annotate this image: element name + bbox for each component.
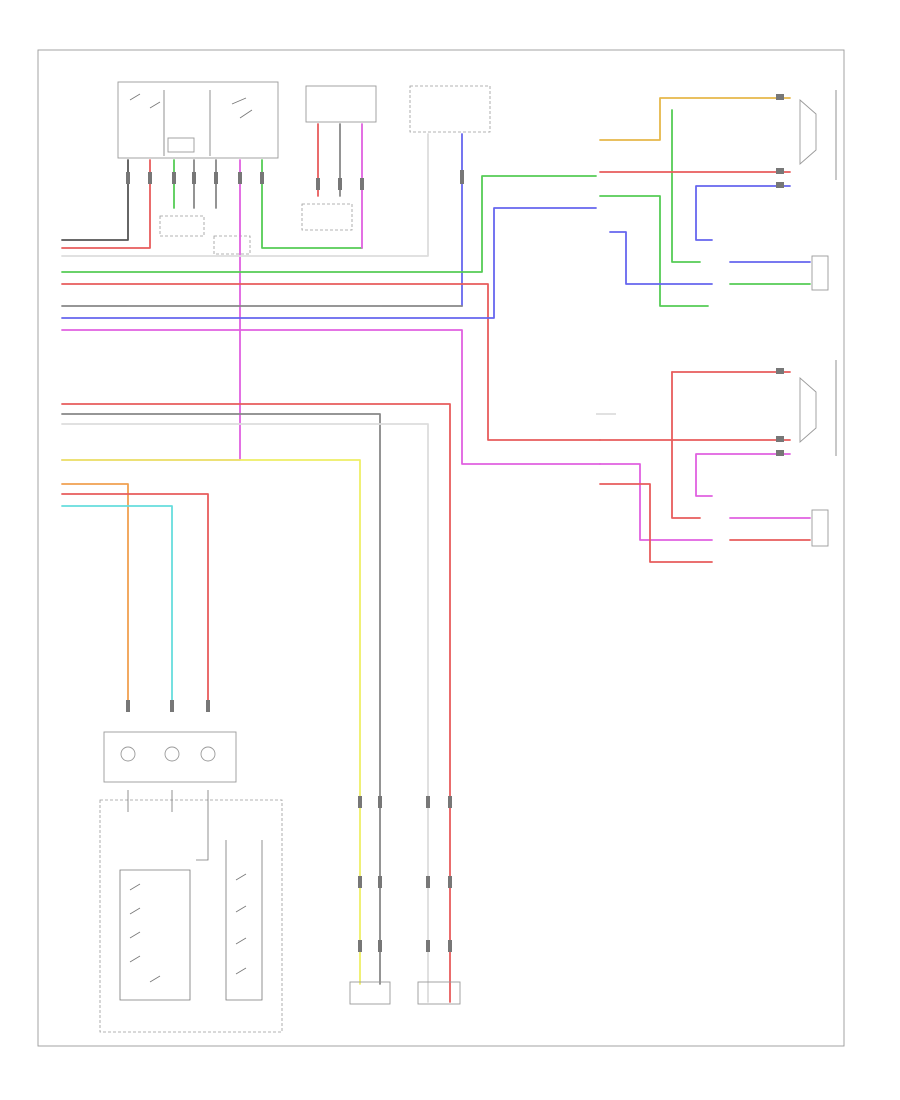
marker-7 <box>260 172 264 184</box>
marker-11 <box>460 170 464 184</box>
steering-switch-top-sub <box>167 137 195 153</box>
bus2-cyan <box>61 505 173 711</box>
marker-4 <box>192 172 196 184</box>
right-upper-speaker-wires <box>599 97 811 307</box>
antenna-box <box>409 85 491 133</box>
wire-blue-rr2 <box>609 231 713 285</box>
marker-29 <box>776 182 784 188</box>
marker-15 <box>358 796 362 808</box>
bus2-yellow <box>61 459 361 985</box>
bus-violet <box>61 329 601 465</box>
wire-green-rr2 <box>599 195 709 307</box>
steering-switch-assy-leads <box>127 790 209 861</box>
marker-12 <box>126 700 130 712</box>
wire-green-2 <box>261 159 363 249</box>
bus2-red2 <box>61 493 209 711</box>
marker-14 <box>206 700 210 712</box>
marker-17 <box>426 796 430 808</box>
conn-label-box-1 <box>159 215 205 237</box>
conn-label-box-3 <box>213 235 251 255</box>
marker-24 <box>378 940 382 952</box>
marker-2 <box>148 172 152 184</box>
wire-violet-1 <box>61 159 241 461</box>
steering-switch-top-component <box>117 81 279 159</box>
marker-18 <box>448 796 452 808</box>
wire-green-rr <box>671 109 701 263</box>
horn-pad-component <box>103 731 237 783</box>
marker-27 <box>776 94 784 100</box>
rear-speaker-right-a <box>799 90 837 180</box>
bus2-white <box>61 423 429 1003</box>
marker-25 <box>426 940 430 952</box>
marker-8 <box>316 178 320 190</box>
rear-speaker-left-b <box>811 509 829 547</box>
wire-violet-lr <box>695 453 791 497</box>
marker-28 <box>776 168 784 174</box>
rr-door-speaker-connector <box>305 85 377 123</box>
bus-blue <box>61 207 597 319</box>
bus2-orange <box>61 483 129 711</box>
horn-pad-contact-3 <box>200 746 216 762</box>
wire-violet-lr2 <box>599 463 713 541</box>
marker-6 <box>238 172 242 184</box>
upper-bus-wires <box>61 175 601 465</box>
wire-red-lr <box>671 371 701 519</box>
bus-green <box>61 175 597 273</box>
steering-switch-assembly <box>99 790 283 1033</box>
rear-speaker-right-b <box>811 255 829 291</box>
marker-10 <box>360 178 364 190</box>
steering-switch-top-box <box>117 81 279 159</box>
left-switch-contacts <box>129 883 161 983</box>
marker-1 <box>126 172 130 184</box>
bus2-gray <box>61 413 381 985</box>
marker-3 <box>172 172 176 184</box>
marker-26 <box>448 940 452 952</box>
steering-switch-top-contacts <box>129 93 253 119</box>
wire-blue-rr <box>695 185 791 241</box>
wire-orange-rr <box>599 97 791 141</box>
horn-pad-box <box>103 731 237 783</box>
bus-red <box>61 283 601 441</box>
speaker-right-a-shape <box>799 99 817 165</box>
marker-9 <box>338 178 342 190</box>
wire-red-1 <box>61 159 151 249</box>
right-lower-speaker-wires <box>596 371 811 563</box>
marker-30 <box>776 368 784 374</box>
horn-pad-contact-2 <box>164 746 180 762</box>
diagram-frame <box>37 49 845 1047</box>
left-front-speaker <box>349 981 391 1005</box>
marker-31 <box>776 436 784 442</box>
marker-21 <box>426 876 430 888</box>
antenna-component <box>409 85 491 133</box>
wire-white-1 <box>61 133 429 257</box>
speaker-right-b-shape <box>811 255 829 291</box>
right-switch-body <box>225 840 263 1001</box>
right-front-speaker <box>417 981 461 1005</box>
speaker-left-a-shape <box>799 377 817 443</box>
wire-gray-1 <box>61 159 129 241</box>
marker-19 <box>358 876 362 888</box>
connector-markers <box>126 94 784 952</box>
rear-speaker-left-a <box>799 360 837 456</box>
rr-door-speaker-box <box>305 85 377 123</box>
left-switch-body <box>119 869 191 1001</box>
marker-32 <box>776 450 784 456</box>
right-front-speaker-box <box>417 981 461 1005</box>
horn-pad-contact-1 <box>120 746 136 762</box>
steering-switch-assy-box <box>99 799 283 1033</box>
speaker-left-b-shape <box>811 509 829 547</box>
marker-23 <box>358 940 362 952</box>
marker-5 <box>214 172 218 184</box>
right-switch-contacts <box>235 873 247 975</box>
connector-label-boxes <box>159 203 353 255</box>
marker-20 <box>378 876 382 888</box>
left-front-speaker-box <box>349 981 391 1005</box>
marker-22 <box>448 876 452 888</box>
marker-16 <box>378 796 382 808</box>
wire-red-lr3 <box>599 483 713 563</box>
conn-label-box-2 <box>301 203 353 231</box>
top-left-vertical-wires <box>61 123 463 461</box>
marker-13 <box>170 700 174 712</box>
